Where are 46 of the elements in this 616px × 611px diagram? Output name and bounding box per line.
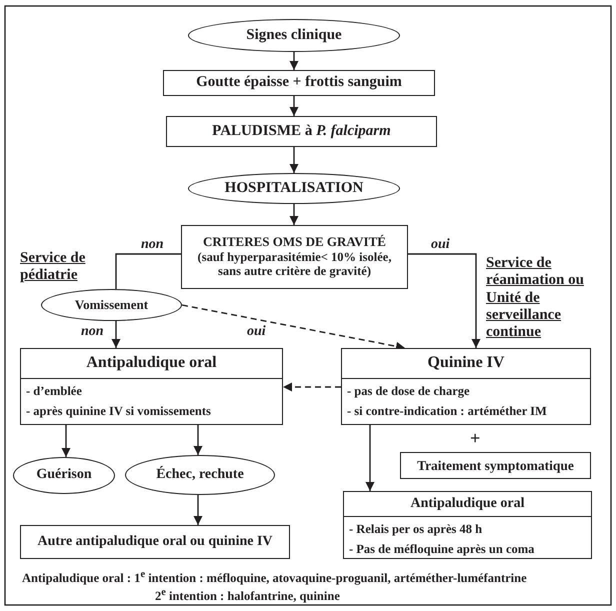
arrow xyxy=(408,253,480,348)
box-heading: Antipaludique oral xyxy=(21,349,282,379)
node-text: Traitement symptomatique xyxy=(417,458,574,474)
dashed-arrow xyxy=(283,382,341,392)
node-text: Échec, rechute xyxy=(156,466,244,484)
footnote-text: 2$^{e}$ intention : halofantrine, quinine xyxy=(155,587,341,604)
process-box xyxy=(20,348,283,425)
node-text: Guérison xyxy=(36,467,92,484)
process-box xyxy=(166,116,437,147)
list-item: - Pas de méfloquine après un coma xyxy=(348,540,536,558)
list-item: - d’emblée xyxy=(25,383,83,400)
process-box xyxy=(163,70,435,96)
list-item: - pas de dose de charge xyxy=(346,383,471,400)
node-note: (sauf hyperparasitémie< 10% isolée, sans autre critère de gravité) xyxy=(196,250,392,279)
box-heading: Quinine IV xyxy=(342,349,590,379)
process-box xyxy=(341,348,591,425)
box-heading: Antipaludique oral xyxy=(344,492,591,517)
arrow xyxy=(290,204,298,225)
arrow xyxy=(194,425,202,455)
connector-line xyxy=(115,253,181,290)
process-box xyxy=(343,491,592,559)
arrow xyxy=(290,96,298,116)
node-text: Autre antipaludique oral ou quinine IV xyxy=(37,534,273,550)
service-label: Service de pédiatrie xyxy=(20,250,86,284)
arrow xyxy=(290,147,298,173)
list-item: - si contre-indication : artéméther IM xyxy=(346,402,548,420)
node-text: Goutte épaisse + frottis sanguim xyxy=(196,74,402,92)
arrow xyxy=(366,425,374,491)
plus-sign: + xyxy=(470,428,482,449)
node-text: PALUDISME à P. falciparm xyxy=(212,122,391,140)
list-item: - après quinine IV si vomissements xyxy=(25,402,212,420)
arrow xyxy=(194,495,202,525)
arrow xyxy=(62,425,70,458)
node-text: HOSPITALISATION xyxy=(224,180,364,198)
list-item: - Relais per os après 48 h xyxy=(348,521,484,538)
arrow xyxy=(112,320,120,348)
dashed-arrow xyxy=(182,304,406,351)
arrow xyxy=(290,52,298,70)
footnote-text: Antipaludique oral : 1$^{e}$ intention : méfloquine, atovaquine-proguanil, artéméther-luméfantrine xyxy=(22,569,528,586)
node-text: CRITERES OMS DE GRAVITÉ xyxy=(203,235,386,250)
process-box xyxy=(400,452,591,479)
process-box xyxy=(20,525,290,559)
node-text: Vomissement xyxy=(74,298,148,312)
process-box xyxy=(181,225,408,289)
node-text: Signes clinique xyxy=(246,26,342,44)
service-label: Service de réanimation ou Unité de serveillance continue xyxy=(486,255,585,342)
